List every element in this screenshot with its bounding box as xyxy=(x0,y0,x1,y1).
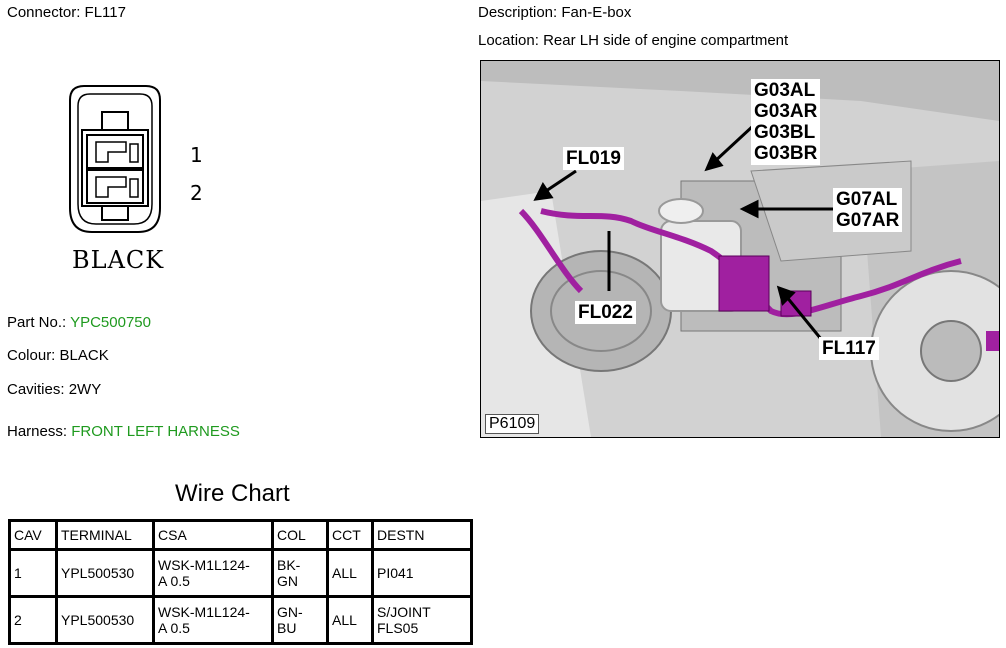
cell-col-line-1: GN- xyxy=(277,604,303,620)
part-no-line: Part No.: YPC500750 xyxy=(7,314,151,331)
header-col: COL xyxy=(271,519,329,551)
cell-csa-line-1: WSK-M1L124- xyxy=(158,604,250,620)
connector-value: FL117 xyxy=(84,4,126,21)
header-cct: CCT xyxy=(326,519,374,551)
cell-col-line-1: BK- xyxy=(277,557,301,573)
harness-line: Harness: FRONT LEFT HARNESS xyxy=(7,423,240,440)
location-photo: G03AL G03AR G03BL G03BR FL019 G07AL G07A… xyxy=(480,60,1000,438)
callout-fl019: FL019 xyxy=(563,147,624,170)
cell-destn: PI041 xyxy=(371,548,473,598)
table-row: 1 YPL500530 WSK-M1L124-A 0.5 BK-GN ALL P… xyxy=(8,548,473,598)
cell-col: BK-GN xyxy=(271,548,329,598)
description-value: Fan-E-box xyxy=(561,4,632,21)
wire-chart-header-row: CAV TERMINAL CSA COL CCT DESTN xyxy=(8,519,473,551)
table-row: 2 YPL500530 WSK-M1L124-A 0.5 GN-BU ALL S… xyxy=(8,595,473,645)
cell-csa-line-1: WSK-M1L124- xyxy=(158,557,250,573)
callout-g03: G03AL G03AR G03BL G03BR xyxy=(751,79,821,165)
connector-line: Connector: FL117 xyxy=(7,4,126,21)
wire-chart-title: Wire Chart xyxy=(175,480,290,507)
header-cav: CAV xyxy=(8,519,58,551)
callout-fl117: FL117 xyxy=(819,337,879,360)
pin-number-2: 2 xyxy=(190,181,203,205)
callout-g03-line-3: G03BL xyxy=(754,122,816,143)
callout-fl022: FL022 xyxy=(575,301,636,324)
e-box-connector-block xyxy=(718,255,770,312)
description-line: Description: Fan-E-box xyxy=(478,4,631,21)
cell-destn-line-2: FLS05 xyxy=(377,620,419,636)
cell-destn-line-1: S/JOINT xyxy=(377,604,431,620)
callout-g07-line-2: G07AR xyxy=(836,210,900,231)
pin-number-1: 1 xyxy=(190,143,203,167)
cell-csa-line-2: A 0.5 xyxy=(158,620,190,636)
cell-cav: 2 xyxy=(8,595,58,645)
cell-csa: WSK-M1L124-A 0.5 xyxy=(152,548,274,598)
colour-line: Colour: BLACK xyxy=(7,347,109,364)
description-label: Description: xyxy=(478,4,558,21)
cell-destn-line-1: PI041 xyxy=(377,565,414,581)
cell-terminal: YPL500530 xyxy=(55,548,155,598)
callout-g03-line-1: G03AL xyxy=(754,80,816,101)
cavities-value: 2WY xyxy=(68,381,102,398)
cell-cct: ALL xyxy=(326,548,374,598)
cell-cav: 1 xyxy=(8,548,58,598)
cell-col-line-2: GN xyxy=(277,573,298,589)
harness-label: Harness: xyxy=(7,423,68,440)
connector-face-drawing xyxy=(69,85,161,233)
callout-g07-line-1: G07AL xyxy=(836,189,898,210)
cell-csa-line-2: A 0.5 xyxy=(158,573,190,589)
cell-cct: ALL xyxy=(326,595,374,645)
cell-col: GN-BU xyxy=(271,595,329,645)
connector-label: Connector: xyxy=(7,4,81,21)
photo-id-label: P6109 xyxy=(485,414,540,434)
part-no-label: Part No.: xyxy=(7,314,67,331)
engine-bay-illustration xyxy=(481,61,999,437)
cell-terminal: YPL500530 xyxy=(55,595,155,645)
location-line: Location: Rear LH side of engine compart… xyxy=(478,32,788,49)
connector-color-label: BLACK xyxy=(72,246,165,274)
colour-value: BLACK xyxy=(59,347,109,364)
wire-chart-table: CAV TERMINAL CSA COL CCT DESTN 1 YPL5005… xyxy=(8,519,473,645)
colour-label: Colour: xyxy=(7,347,56,364)
callout-g07: G07AL G07AR xyxy=(833,188,903,232)
callout-g03-line-2: G03AR xyxy=(754,101,818,122)
location-label: Location: xyxy=(478,32,539,49)
cavities-label: Cavities: xyxy=(7,381,65,398)
cavities-line: Cavities: 2WY xyxy=(7,381,101,398)
cell-csa: WSK-M1L124-A 0.5 xyxy=(152,595,274,645)
header-terminal: TERMINAL xyxy=(55,519,155,551)
harness-link[interactable]: FRONT LEFT HARNESS xyxy=(71,423,240,440)
header-destn: DESTN xyxy=(371,519,473,551)
location-value: Rear LH side of engine compartment xyxy=(543,32,789,49)
header-csa: CSA xyxy=(152,519,274,551)
cell-col-line-2: BU xyxy=(277,620,297,636)
callout-g03-line-4: G03BR xyxy=(754,143,818,164)
part-no-link[interactable]: YPC500750 xyxy=(70,314,151,331)
